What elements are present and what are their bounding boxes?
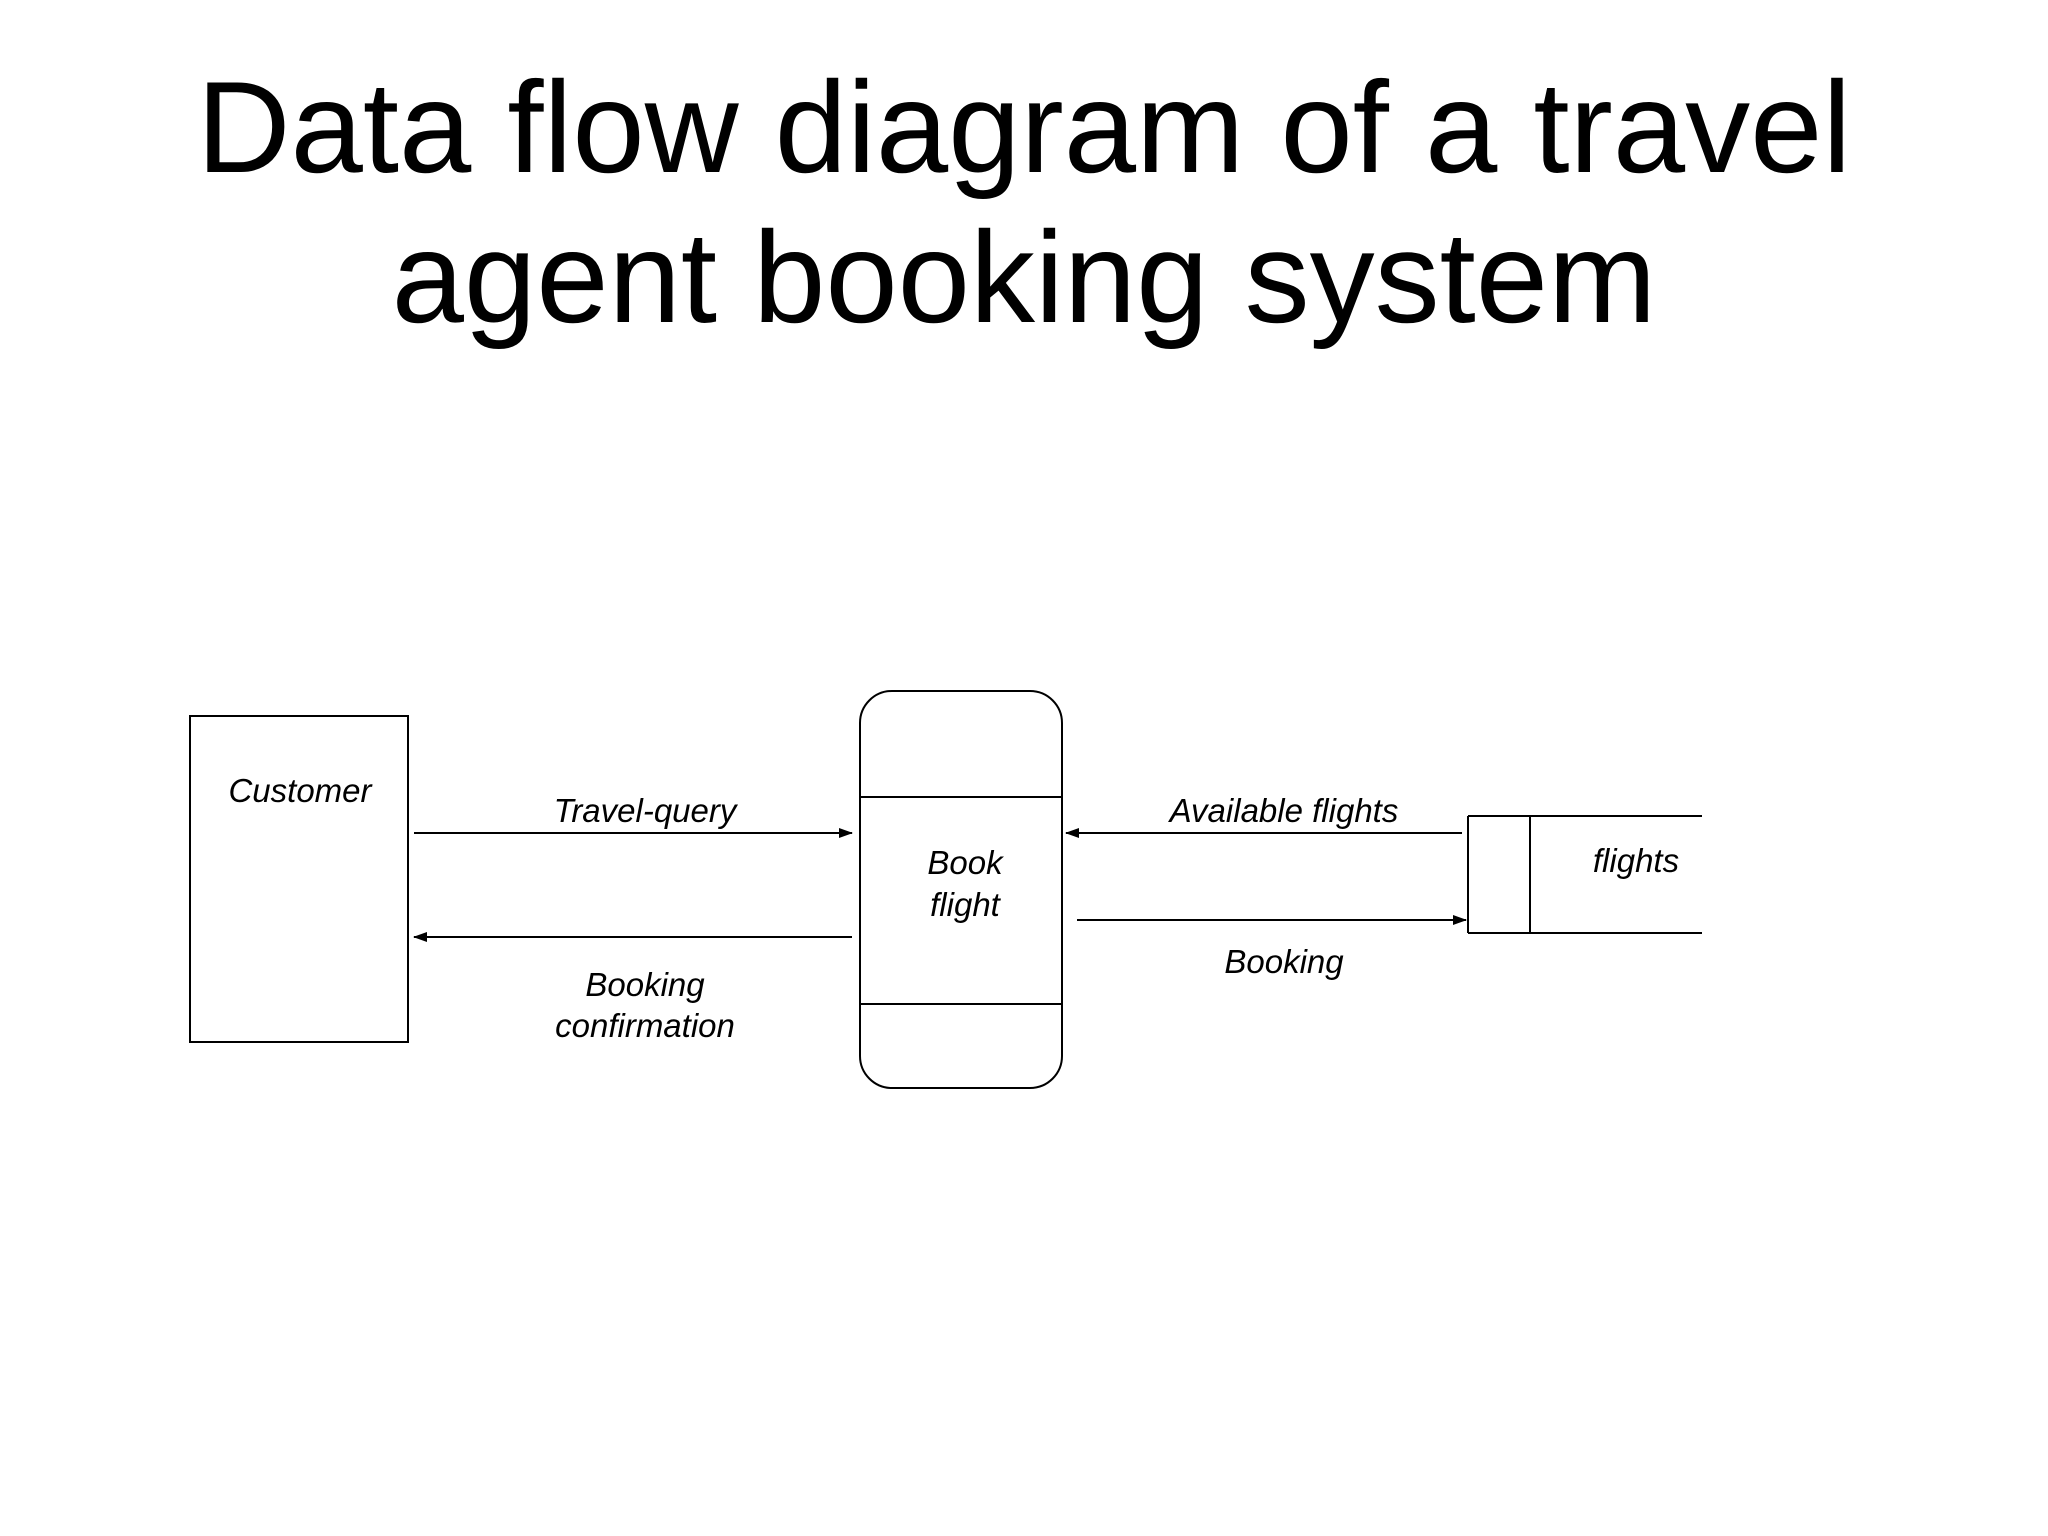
book-flight-process: Book flight <box>859 690 1063 1089</box>
customer-entity-label: Customer <box>228 772 373 809</box>
book-flight-process-box <box>859 690 1063 1089</box>
travel-query-label: Travel-query <box>554 792 739 829</box>
customer-entity-box <box>189 715 409 1043</box>
title-line-1: Data flow diagram of a travel <box>196 54 1852 200</box>
booking-flow: Booking <box>1077 915 1467 980</box>
book-flight-label-line-1: Book <box>927 844 1004 881</box>
flights-data-store-label: flights <box>1593 842 1679 879</box>
travel-query-flow: Travel-query <box>414 792 853 838</box>
flights-data-store: flights <box>1467 815 1702 934</box>
customer-entity: Customer <box>189 715 409 1043</box>
page-title: Data flow diagram of a travel agent book… <box>0 52 2048 352</box>
book-flight-label-line-2: flight <box>930 886 1002 923</box>
available-flights-flow: Available flights <box>1065 792 1462 838</box>
booking-confirmation-flow: Booking confirmation <box>413 932 852 1044</box>
booking-confirmation-label-line-1: Booking <box>585 966 705 1003</box>
title-line-2: agent booking system <box>391 204 1657 350</box>
booking-confirmation-label-line-2: confirmation <box>555 1007 735 1044</box>
booking-label: Booking <box>1224 943 1344 980</box>
available-flights-label: Available flights <box>1168 792 1399 829</box>
